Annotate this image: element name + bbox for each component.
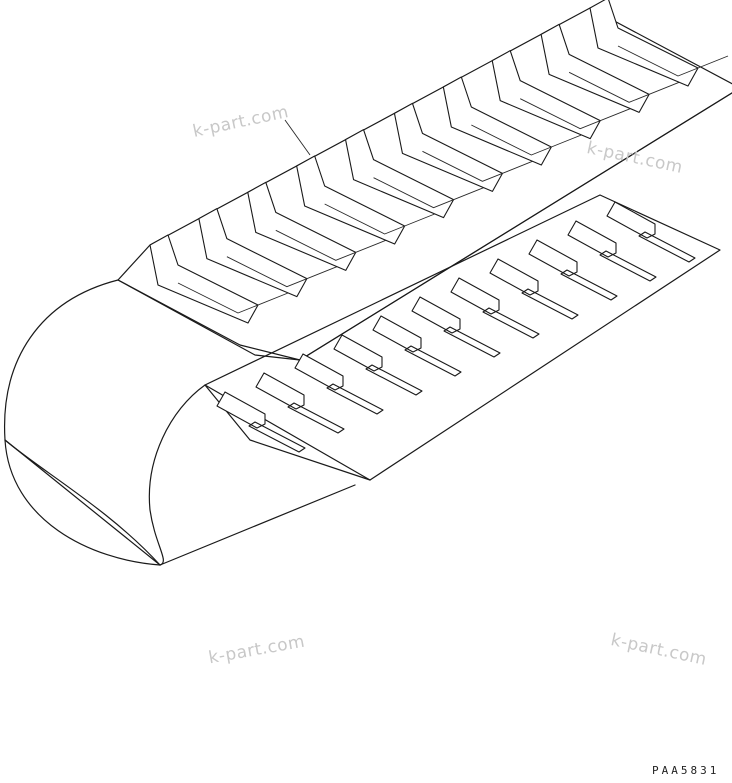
upper-tread-outer-edge — [117, 92, 732, 361]
tread-lugs — [149, 0, 729, 324]
tread-chevron — [324, 203, 435, 235]
core-bar — [450, 277, 540, 339]
core-bar — [255, 372, 345, 434]
core-bar — [333, 334, 423, 396]
lower-run-outline — [204, 194, 721, 481]
tread-chevron — [275, 229, 386, 261]
core-bar — [606, 201, 696, 263]
tread-chevron — [471, 124, 582, 156]
tread-chevron — [422, 150, 533, 182]
track-loop-inner — [148, 384, 206, 566]
tread-chevron — [520, 98, 631, 130]
part-code: PAA5831 — [652, 764, 720, 777]
core-bar — [411, 296, 501, 358]
core-bar — [489, 258, 579, 320]
core-bar — [528, 239, 618, 301]
core-bar — [372, 315, 462, 377]
tread-chevron — [373, 177, 484, 209]
tread-chevron — [568, 71, 680, 103]
core-bar — [294, 353, 384, 415]
tread-chevron — [617, 45, 729, 77]
track-loop-lower-band — [4, 439, 356, 566]
leader-line — [284, 119, 311, 156]
tread-chevron — [177, 282, 289, 314]
core-bar — [567, 220, 657, 282]
core-bars — [216, 201, 696, 453]
tread-chevron — [226, 256, 338, 288]
core-bar — [216, 391, 306, 453]
track-loop-bottom-edge — [4, 439, 161, 566]
track-loop-outer — [3, 279, 161, 566]
